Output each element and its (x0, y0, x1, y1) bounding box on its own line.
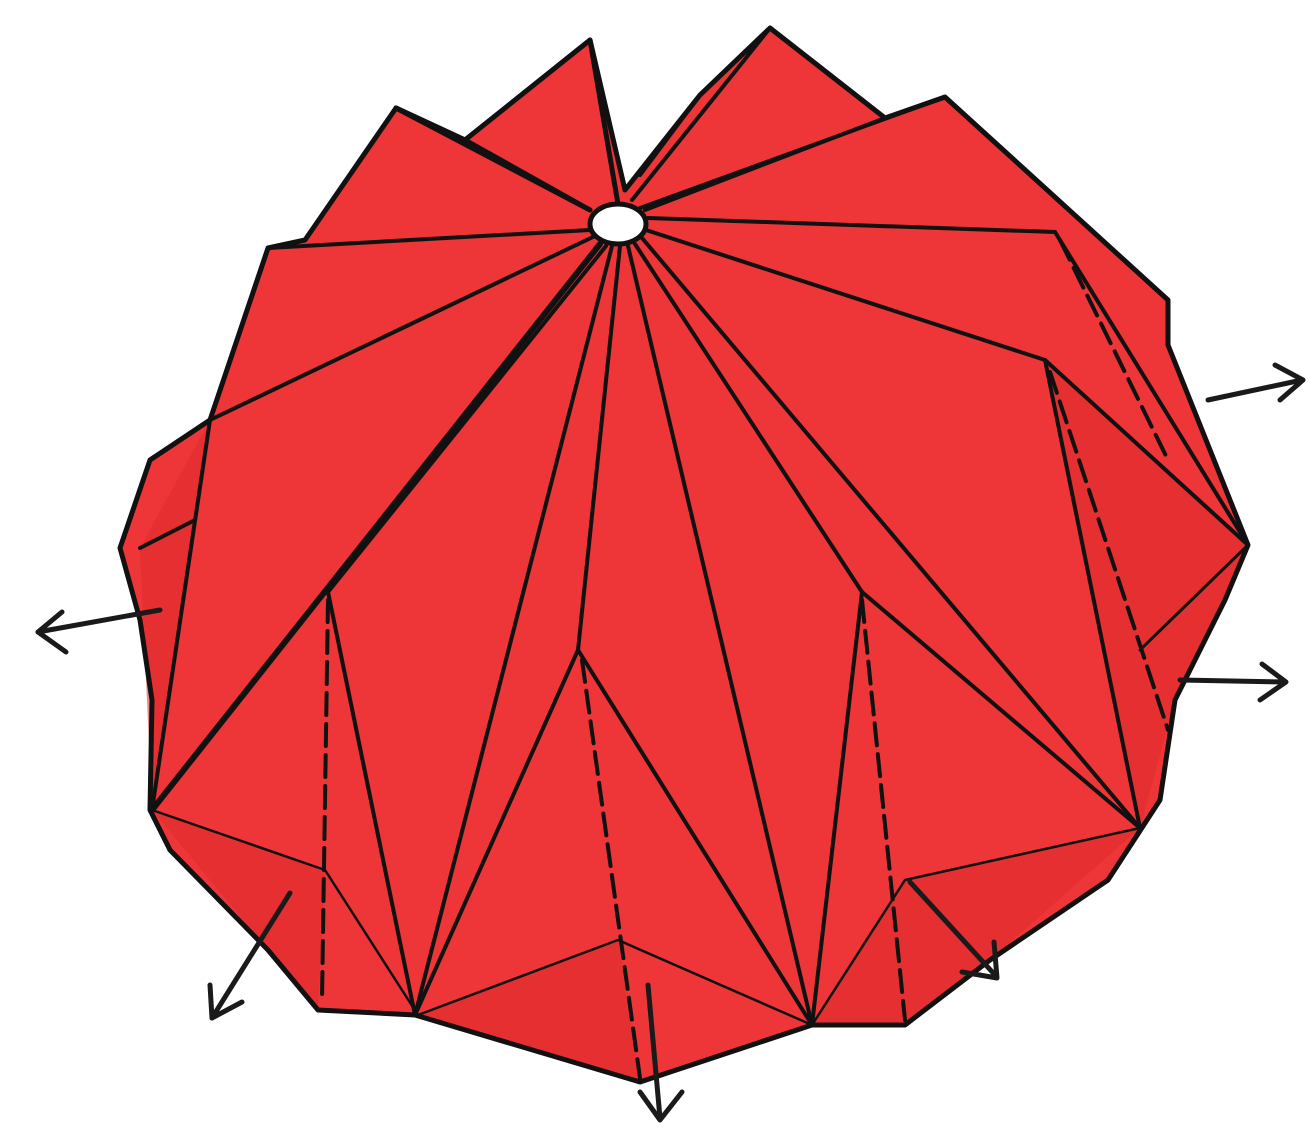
center-hole (590, 204, 646, 244)
arrow-right-upper (1208, 365, 1303, 400)
arrow-right-lower (1180, 664, 1286, 700)
